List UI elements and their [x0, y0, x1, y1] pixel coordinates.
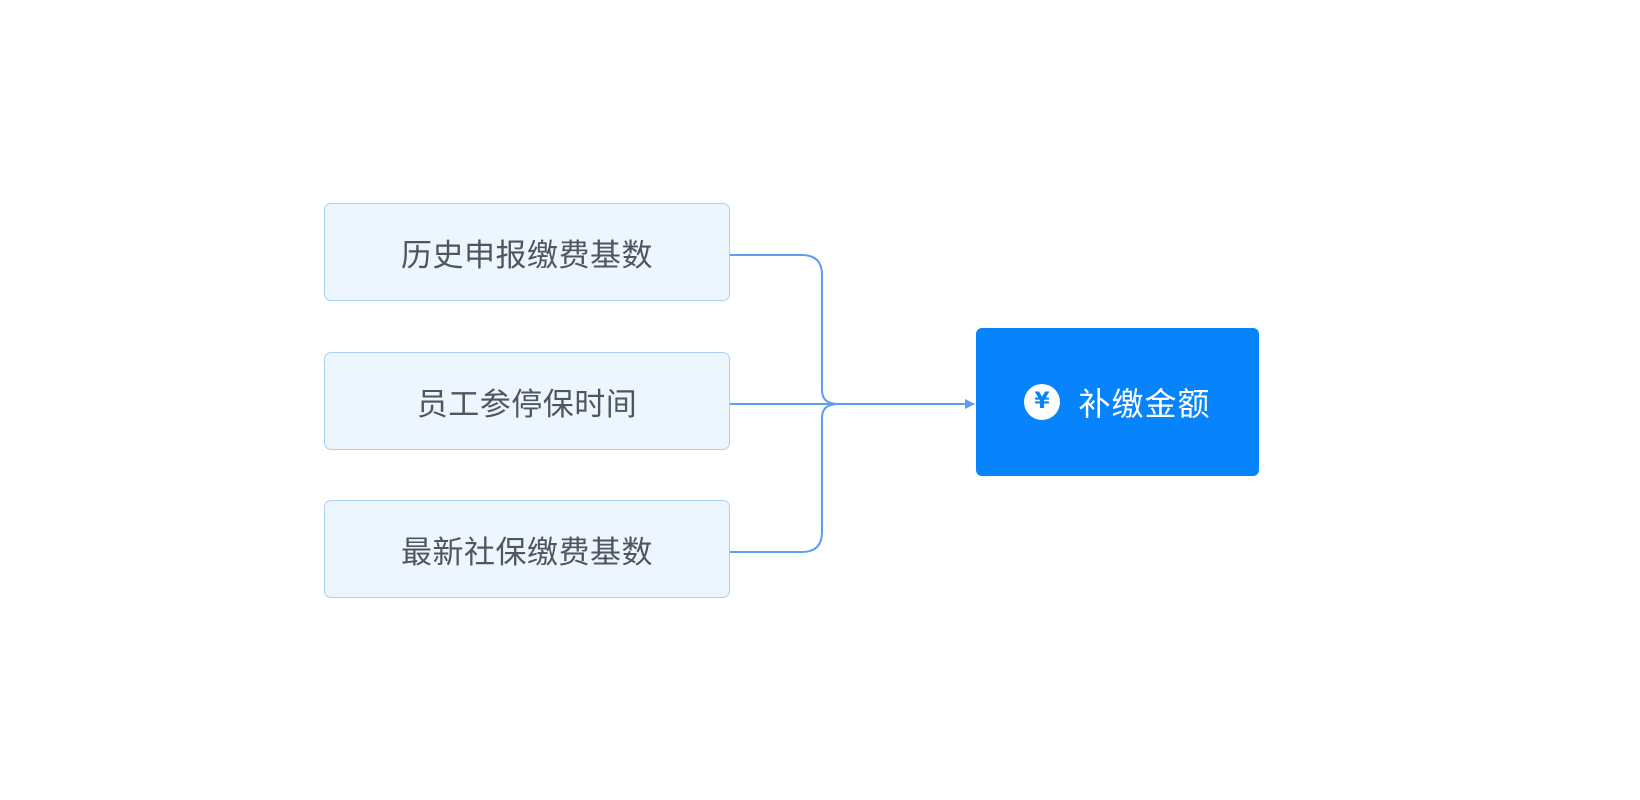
input-node-label: 员工参停保时间 — [416, 386, 638, 423]
input-node-label: 最新社保缴费基数 — [401, 534, 653, 571]
connector-top — [730, 254, 839, 405]
input-node-historical-base: 历史申报缴费基数 — [324, 203, 730, 301]
output-node-supplementary-amount: ¥ 补缴金额 — [976, 328, 1259, 476]
output-node-label: 补缴金额 — [1078, 385, 1211, 423]
connector-bottom — [730, 403, 839, 553]
input-node-enrollment-time: 员工参停保时间 — [324, 352, 730, 450]
input-node-label: 历史申报缴费基数 — [401, 237, 653, 274]
yen-circle-icon: ¥ — [1024, 384, 1061, 420]
input-node-latest-base: 最新社保缴费基数 — [324, 500, 730, 598]
